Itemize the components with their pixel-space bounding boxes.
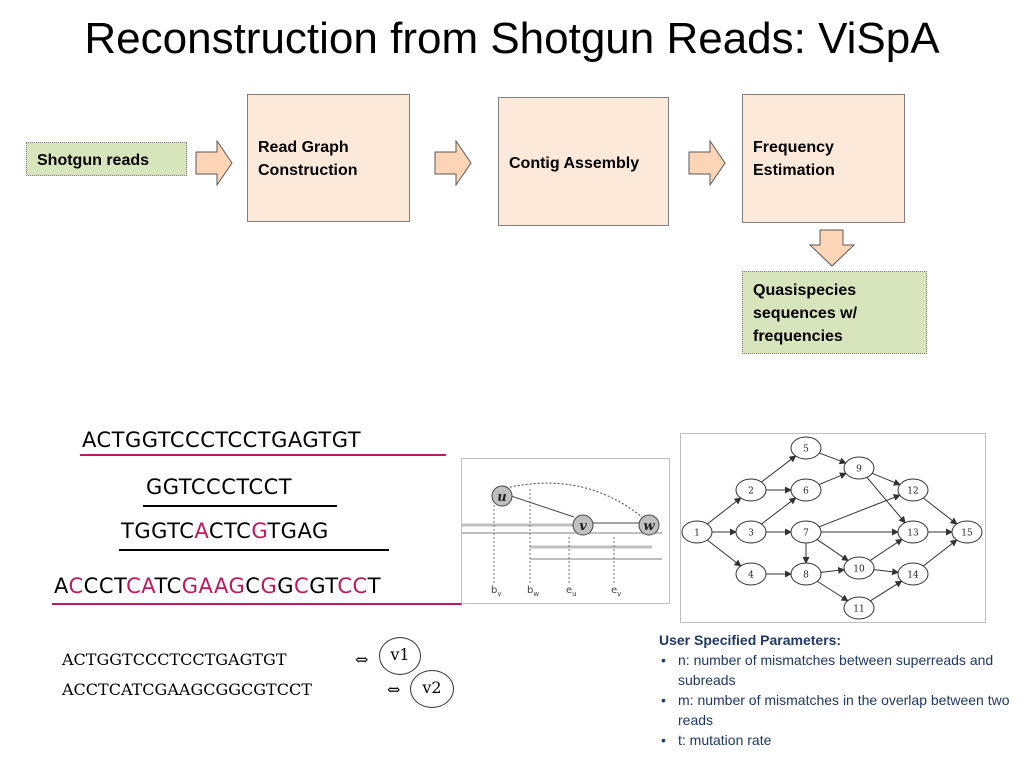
subread-underline: [143, 505, 337, 507]
svg-text:13: 13: [907, 529, 919, 539]
variant-2-sequence: ACCTCATCGAAGCGGCGTCCT: [62, 680, 312, 699]
superread-sequence: ACTGGTCCCTCCTGAGTGT: [82, 428, 362, 452]
node-u: u: [491, 485, 513, 507]
read-graph-construction-label: Read Graph Construction: [258, 139, 358, 179]
svg-text:4: 4: [748, 571, 754, 581]
graph-edge-7-10: [816, 539, 849, 562]
graph-edge-8-11: [817, 580, 849, 602]
svg-text:3: 3: [748, 529, 754, 539]
graph-edge-10-14: [873, 568, 900, 576]
graph-node-2: 2: [735, 478, 767, 502]
graph-edge-11-14: [870, 580, 903, 602]
graph-node-15: 15: [951, 520, 983, 544]
variant-read-sequence: ACCCTCATCGAAGCGGCGTCCT: [54, 574, 381, 598]
graph-edge-5-9: [819, 452, 847, 465]
graph-node-10: 10: [843, 556, 875, 580]
graph-node-11: 11: [843, 596, 875, 620]
subread-sequence: GGTCCCTCCT: [146, 475, 293, 499]
variant-1-arrow: ⇔: [355, 650, 369, 669]
parameters-list: n: number of mismatches between superrea…: [659, 650, 1019, 750]
graph-edge-14-15: [922, 539, 958, 567]
frequency-estimation-box: Frequency Estimation: [742, 94, 905, 223]
axis-label-bv: bv: [491, 585, 502, 598]
graph-edge-3-6: [761, 497, 797, 525]
superread-underline: [80, 454, 446, 456]
contig-assembly-label: Contig Assembly: [509, 155, 640, 172]
shotgun-reads-box: Shotgun reads: [26, 142, 187, 176]
graph-edge-12-15: [922, 497, 958, 525]
node-w: w: [638, 514, 660, 536]
graph-edge-1-4: [706, 539, 742, 567]
svg-text:u: u: [497, 490, 506, 505]
variant-1-oval: v1: [379, 637, 421, 675]
axis-label-eu: eu: [566, 585, 577, 598]
parameters-heading: User Specified Parameters:: [659, 632, 842, 648]
axis-label-ev: ev: [611, 585, 621, 598]
frequency-estimation-label: Frequency Estimation: [753, 139, 835, 179]
user-parameters: User Specified Parameters: n: number of …: [659, 630, 1019, 750]
slide-title: Reconstruction from Shotgun Reads: ViSpA: [84, 14, 940, 63]
graph-node-7: 7: [790, 520, 822, 544]
svg-text:1: 1: [694, 529, 700, 539]
svg-text:15: 15: [961, 529, 973, 539]
contig-assembly-box: Contig Assembly: [498, 97, 669, 226]
svg-text:5: 5: [803, 445, 809, 455]
graph-node-3: 3: [735, 520, 767, 544]
variant-read-underline: [52, 603, 462, 605]
graph-node-5: 5: [790, 436, 822, 460]
flow-arrow-1: [195, 140, 233, 186]
parameter-m: m: number of mismatches in the overlap b…: [661, 690, 1019, 730]
read-graph-construction-box: Read Graph Construction: [247, 94, 410, 222]
variant-2-oval: v2: [410, 670, 454, 708]
graph-edge-9-12: [871, 472, 901, 486]
flow-arrow-2: [434, 140, 472, 186]
svg-text:6: 6: [803, 487, 809, 497]
graph-node-12: 12: [897, 478, 929, 502]
variants-panel: ACTGGTCCCTCCTGAGTGT ⇔ v1 ACCTCATCGAAGCGG…: [57, 630, 462, 718]
variant-1-label: v1: [390, 645, 410, 664]
svg-text:11: 11: [853, 605, 864, 615]
svg-text:v: v: [579, 519, 587, 534]
graph-edge-6-9: [818, 472, 847, 486]
svg-text:w: w: [643, 519, 655, 534]
overlap-diagram-panel: u v w bv bw eu ev: [461, 458, 670, 604]
svg-text:8: 8: [803, 571, 809, 581]
svg-text:14: 14: [907, 571, 919, 581]
mismatch-read-underline: [119, 549, 389, 551]
quasispecies-output-box: Quasispecies sequences w/ frequencies: [742, 271, 927, 354]
quasispecies-output-label: Quasispecies sequences w/ frequencies: [753, 282, 858, 345]
graph-edge-1-2: [706, 497, 742, 525]
graph-node-1: 1: [681, 520, 713, 544]
node-v: v: [572, 514, 594, 536]
svg-text:10: 10: [853, 565, 865, 575]
parameter-n: n: number of mismatches between superrea…: [661, 650, 1019, 690]
shotgun-reads-label: Shotgun reads: [37, 152, 150, 169]
graph-node-6: 6: [790, 478, 822, 502]
variant-2-arrow: ⇔: [387, 680, 401, 699]
graph-edge-2-5: [761, 455, 797, 483]
flow-arrow-3: [688, 140, 726, 186]
graph-node-14: 14: [897, 562, 929, 586]
svg-text:7: 7: [803, 529, 809, 539]
graph-edge-7-12: [819, 494, 901, 528]
flow-arrow-down: [809, 229, 855, 267]
graph-edge-9-13: [866, 477, 906, 524]
mismatch-read-sequence: TGGTCACTCGTGAG: [121, 519, 329, 543]
variant-2-label: v2: [422, 678, 442, 697]
svg-text:12: 12: [907, 487, 918, 497]
svg-text:2: 2: [748, 487, 754, 497]
graph-edge-8-10: [820, 566, 846, 574]
parameter-t: t: mutation rate: [661, 730, 1019, 750]
overlap-diagram: u v w bv bw eu ev: [462, 482, 662, 598]
graph-node-8: 8: [790, 562, 822, 586]
svg-text:9: 9: [856, 465, 862, 475]
graph-node-13: 13: [897, 520, 929, 544]
variant-1-sequence: ACTGGTCCCTCCTGAGTGT: [62, 650, 287, 669]
graph-node-9: 9: [843, 456, 875, 480]
axis-label-bw: bw: [527, 585, 539, 598]
graph-edge-10-13: [869, 538, 903, 562]
graph-node-4: 4: [735, 562, 767, 586]
